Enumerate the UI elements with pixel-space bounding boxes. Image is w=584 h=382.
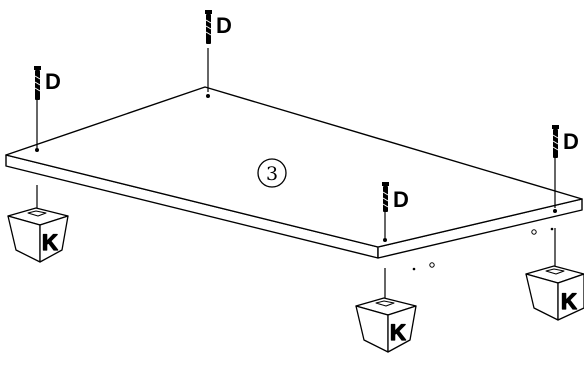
foot-3: K [525, 265, 584, 321]
screw-label: D [45, 69, 61, 94]
foot-1: K [7, 207, 69, 263]
panel-top [5, 86, 583, 248]
screw-1: D [34, 66, 61, 100]
foot-2: K [355, 297, 417, 353]
step-marker: 3 [257, 158, 287, 188]
screw-label: D [563, 129, 579, 154]
step-number: 3 [266, 163, 278, 185]
panel-side-hole [412, 267, 416, 271]
foot-label: K [390, 320, 406, 345]
screw-3: D [382, 182, 409, 212]
panel-side-hole [550, 227, 554, 231]
foot-label: K [561, 289, 577, 314]
panel-side-hole [531, 229, 537, 235]
screw-2: D [205, 10, 232, 44]
foot-label: K [42, 230, 58, 255]
panel-hole [35, 148, 39, 152]
guide-lines [36, 48, 556, 300]
panel-board [5, 86, 583, 271]
screw-label: D [393, 187, 409, 212]
panel-side-hole [429, 262, 435, 268]
screw-4: D [552, 125, 579, 158]
screw-label: D [216, 13, 232, 38]
panel-hole [383, 238, 387, 242]
panel-hole [206, 94, 210, 98]
panel-hole [553, 209, 557, 213]
